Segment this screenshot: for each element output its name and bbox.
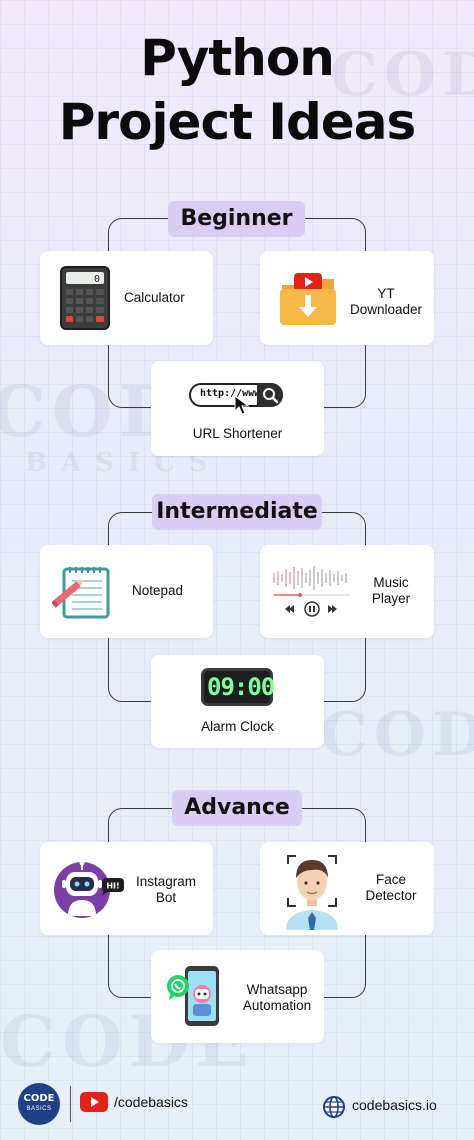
section-beginner: Beginner bbox=[168, 201, 305, 237]
globe-icon bbox=[323, 1096, 345, 1118]
whatsapp-automation-card: Whatsapp Automation bbox=[151, 950, 324, 1043]
section-advance: Advance bbox=[172, 790, 302, 826]
section-intermediate: Intermediate bbox=[152, 494, 322, 530]
face-detector-card: Face Detector bbox=[260, 842, 434, 935]
calculator-card: 0 Calculator bbox=[40, 251, 213, 345]
notepad-card: Notepad bbox=[40, 545, 213, 638]
notepad-icon bbox=[52, 567, 110, 619]
website-link[interactable]: codebasics.io bbox=[352, 1097, 437, 1113]
alarm-clock-icon: 09:00 bbox=[201, 668, 275, 706]
music-player-card: Music Player bbox=[260, 545, 434, 638]
robot-icon: HI! bbox=[54, 860, 124, 918]
url-search-button bbox=[257, 383, 283, 407]
bot-bubble-text: HI! bbox=[106, 882, 119, 891]
alarm-clock-label: Alarm Clock bbox=[201, 719, 274, 734]
logo-text-top: CODE bbox=[23, 1093, 55, 1104]
folder-download-icon bbox=[280, 273, 336, 325]
search-icon bbox=[263, 388, 279, 404]
youtube-handle-link[interactable]: /codebasics bbox=[114, 1094, 188, 1110]
instagram-bot-card: HI! Instagram Bot bbox=[40, 842, 213, 935]
youtube-icon[interactable] bbox=[80, 1092, 108, 1112]
music-player-label: Music Player bbox=[371, 575, 411, 606]
notepad-label: Notepad bbox=[132, 583, 184, 598]
face-detection-icon bbox=[286, 855, 338, 930]
footer-divider bbox=[70, 1086, 71, 1122]
instagram-bot-label: Instagram Bot bbox=[135, 874, 197, 905]
whatsapp-automation-label: Whatsapp Automation bbox=[242, 982, 312, 1013]
logo-text-bottom: BASICS bbox=[26, 1106, 52, 1112]
codebasics-logo: CODE BASICS bbox=[18, 1083, 60, 1125]
alarm-clock-card: 09:00 Alarm Clock bbox=[151, 655, 324, 748]
clock-display: 09:00 bbox=[207, 673, 275, 701]
whatsapp-robot-icon bbox=[167, 966, 219, 1026]
watermark: CODE bbox=[320, 700, 474, 770]
calculator-label: Calculator bbox=[124, 290, 185, 305]
svg-text:0: 0 bbox=[94, 274, 100, 285]
page-title-line1: Python bbox=[140, 29, 335, 87]
cursor-icon bbox=[234, 395, 250, 415]
face-detector-label: Face Detector bbox=[365, 872, 417, 903]
url-bar-text: http://www bbox=[200, 388, 261, 399]
url-shortener-label: URL Shortener bbox=[192, 426, 283, 441]
yt-downloader-label: YT Downloader bbox=[349, 286, 423, 317]
url-shortener-card: http://www URL Shortener bbox=[151, 361, 324, 456]
music-player-icon bbox=[273, 566, 350, 617]
page-title-line2: Project Ideas bbox=[58, 93, 416, 151]
calculator-icon: 0 bbox=[60, 266, 110, 330]
yt-downloader-card: YT Downloader bbox=[260, 251, 434, 345]
